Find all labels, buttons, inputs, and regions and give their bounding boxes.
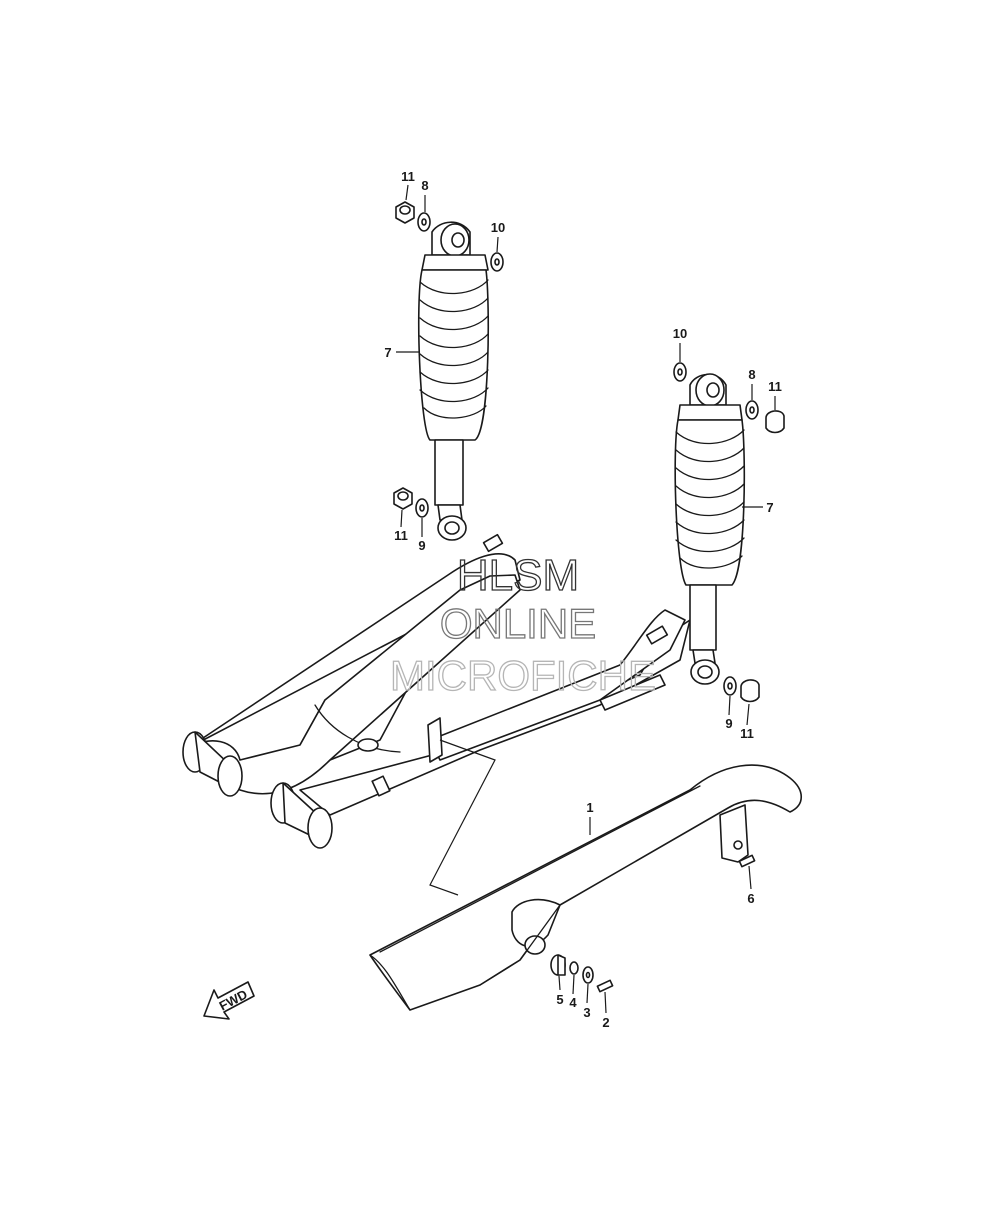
watermark-line-1: HLSM xyxy=(457,551,579,600)
bolt-6 xyxy=(738,854,756,868)
callout-2: 2 xyxy=(602,1015,609,1030)
washer-8-a xyxy=(417,212,431,232)
callouts: 11 8 10 7 11 9 10 8 11 7 9 11 1 6 5 4 3 … xyxy=(384,169,781,1030)
washer-9-a xyxy=(415,498,429,518)
callout-4: 4 xyxy=(569,995,577,1010)
shock-absorber-left xyxy=(417,221,490,541)
watermark-line-3: MICROFICHE xyxy=(390,652,656,699)
callout-11-b: 11 xyxy=(394,528,408,543)
callout-9-b: 9 xyxy=(725,716,732,731)
callout-9-a: 9 xyxy=(418,538,425,553)
shock-absorber-right xyxy=(674,373,746,685)
callout-5: 5 xyxy=(556,992,563,1007)
callout-7-a: 7 xyxy=(384,345,391,360)
callout-11-a: 11 xyxy=(401,169,415,184)
nut-11-b xyxy=(393,487,413,510)
callout-7-b: 7 xyxy=(766,500,773,515)
fwd-label: FWD xyxy=(217,986,250,1013)
washer-10-b xyxy=(673,362,687,382)
callout-6: 6 xyxy=(747,891,754,906)
chain-cover xyxy=(369,764,803,1011)
washer-3 xyxy=(582,966,594,984)
fwd-arrow-icon: FWD xyxy=(203,981,255,1020)
callout-10-b: 10 xyxy=(673,326,687,341)
callout-1: 1 xyxy=(586,800,593,815)
bolt-2 xyxy=(596,979,614,993)
callout-8-a: 8 xyxy=(421,178,428,193)
callout-8-b: 8 xyxy=(748,367,755,382)
callout-3: 3 xyxy=(583,1005,590,1020)
cap-nut-11-d xyxy=(740,679,760,703)
watermark-line-2: ONLINE xyxy=(440,600,596,647)
washer-9-b xyxy=(723,676,737,696)
cap-nut-11-c xyxy=(765,410,785,434)
washer-4 xyxy=(569,961,579,975)
callout-11-c: 11 xyxy=(768,379,782,394)
watermark: HLSM ONLINE MICROFICHE xyxy=(389,550,656,699)
callout-10-a: 10 xyxy=(491,220,505,235)
washer-8-b xyxy=(745,400,759,420)
callout-11-d: 11 xyxy=(740,726,754,741)
collar-5 xyxy=(550,954,566,976)
nut-11-a xyxy=(395,201,415,224)
swingarm xyxy=(182,533,691,896)
washer-10-a xyxy=(490,252,504,272)
